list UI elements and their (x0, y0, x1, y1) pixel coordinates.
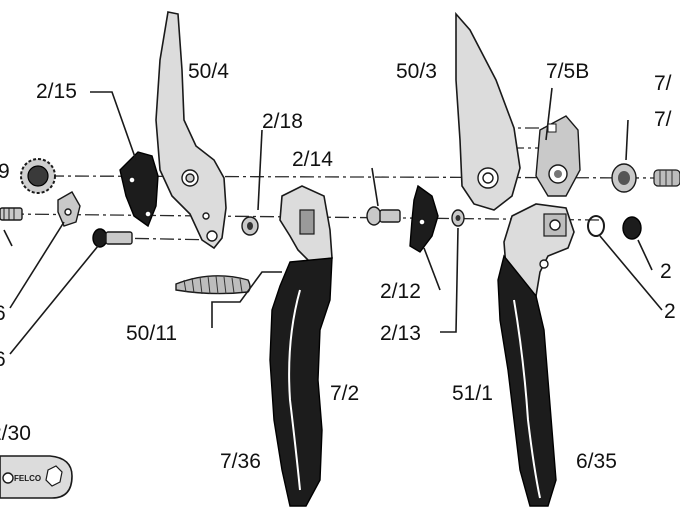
label-right-2b: 2 (664, 300, 676, 323)
label-2-18: 2/18 (262, 110, 303, 133)
label-6-35: 6/35 (576, 450, 617, 473)
part-2-12 (409, 184, 439, 253)
part-2-15-latch (119, 151, 159, 228)
label-2-30: 2/30 (0, 422, 31, 445)
part-gear-spring (20, 158, 56, 194)
label-2-13: 2/13 (380, 322, 421, 345)
label-50-3: 50/3 (396, 60, 437, 83)
label-left-6a: 6 (0, 302, 6, 325)
label-2-14: 2/14 (292, 148, 333, 171)
part-2-18-washer (241, 216, 259, 236)
part-50-11-spring (175, 275, 251, 295)
label-50-4: 50/4 (188, 60, 229, 83)
label-7-2: 7/2 (330, 382, 359, 405)
label-left-9: 9 (0, 160, 10, 183)
part-right-ring (587, 215, 605, 237)
handle-7-2 (269, 185, 333, 507)
leader-lines (3, 87, 663, 355)
part-right-cap (622, 216, 642, 240)
label-left-6b: 6 (0, 348, 6, 371)
key-brand-engraving: FELCO (14, 474, 41, 483)
part-left-screw (0, 207, 23, 221)
part-bolt-lower-left (92, 228, 133, 248)
label-51-1: 51/1 (452, 382, 493, 405)
handle-51-1 (497, 203, 575, 507)
part-right-spring (653, 169, 680, 187)
label-2-15: 2/15 (36, 80, 77, 103)
label-7-5b: 7/5B (546, 60, 589, 83)
label-right-7b: 7/ (654, 108, 672, 131)
label-2-12: 2/12 (380, 280, 421, 303)
blade-50-4 (155, 11, 227, 250)
part-2-13-washer (451, 209, 465, 227)
part-labels: 50/4 50/3 7/5B 2/15 2/18 2/14 50/11 2/12… (0, 60, 676, 473)
label-right-7a: 7/ (654, 72, 672, 95)
part-small-bracket (57, 191, 81, 227)
part-7-5b (535, 115, 581, 197)
key-2-30: FELCO (0, 455, 73, 499)
label-right-2a: 2 (660, 260, 672, 283)
label-7-36: 7/36 (220, 450, 261, 473)
blade-50-3 (455, 11, 521, 211)
part-2-14-bolt (366, 206, 401, 226)
label-50-11: 50/11 (126, 322, 177, 345)
part-right-nut (611, 163, 637, 193)
